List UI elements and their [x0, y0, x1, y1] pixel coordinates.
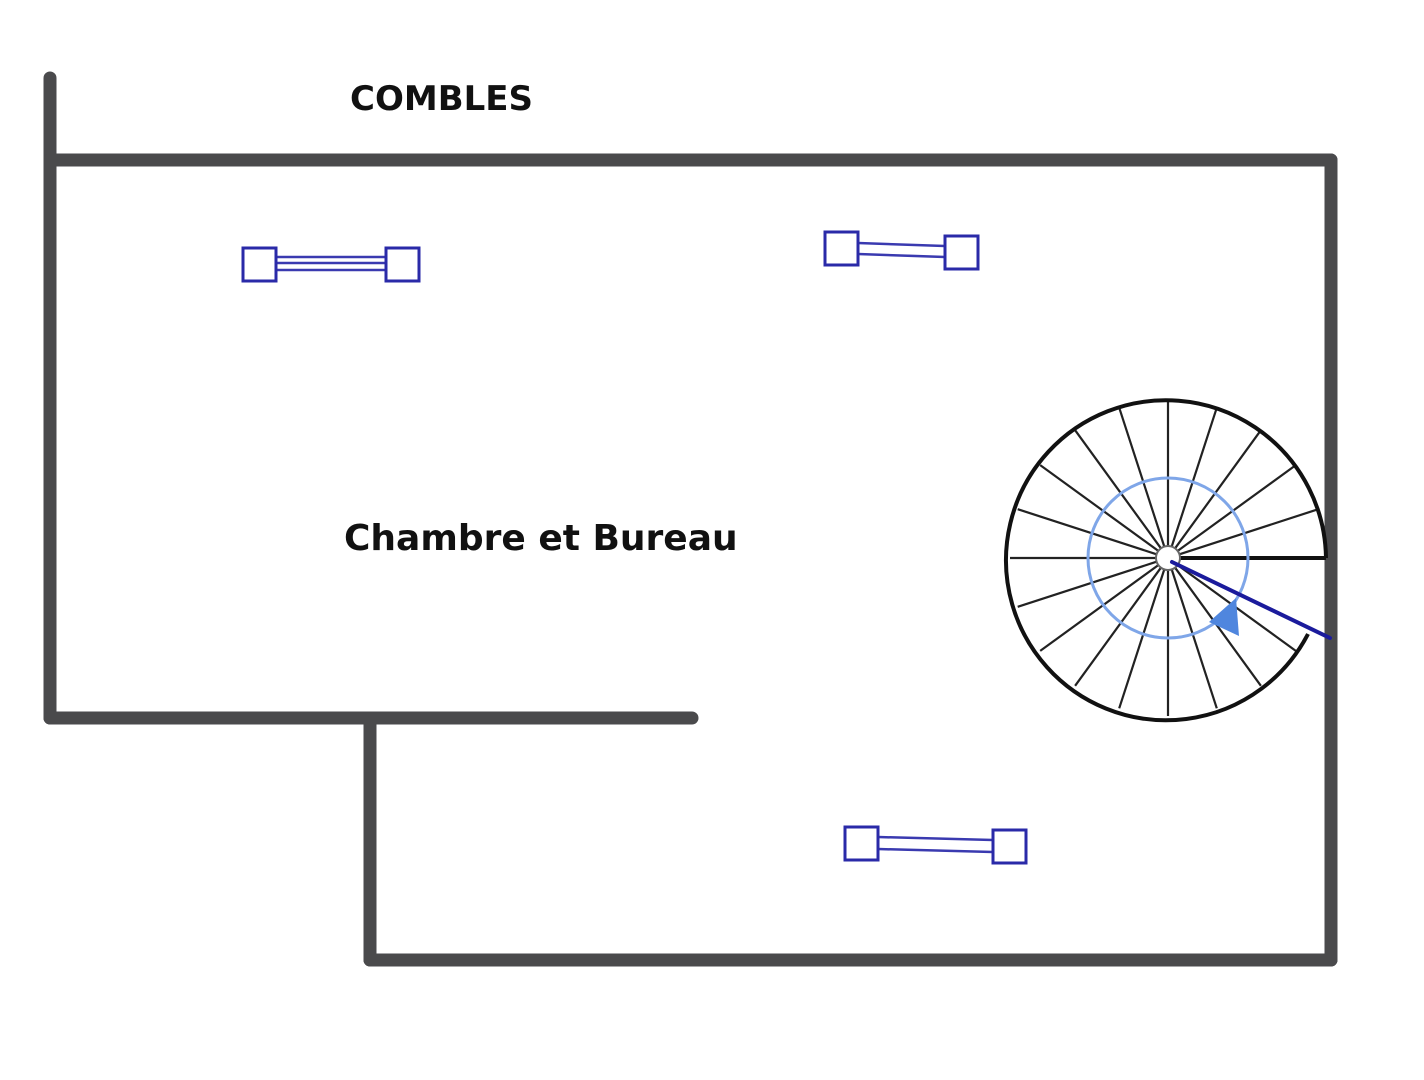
stair-tread [1118, 407, 1166, 547]
stair-core [1155, 545, 1181, 571]
fixture-bottom [843, 825, 1028, 865]
stair-tread [1039, 564, 1159, 652]
fixture-top-left [241, 246, 421, 283]
stair-tread [1174, 429, 1262, 549]
stair-tread [1039, 464, 1159, 552]
attic-label: COMBLES [350, 79, 533, 119]
stair-tread [1177, 464, 1297, 552]
stair-tread [1170, 569, 1218, 709]
window-icon [991, 828, 1028, 865]
stair-inner-circle [1086, 476, 1250, 640]
room-label: Chambre et Bureau [344, 518, 738, 559]
fixture-bar-upper [274, 255, 388, 265]
stair-tread [1074, 567, 1162, 687]
stair-tread [1017, 508, 1157, 556]
window-icon [823, 230, 860, 267]
stair-treads [1010, 400, 1326, 716]
window-icon [843, 825, 880, 862]
walls [43, 71, 1338, 967]
spiral-staircase-icon [1004, 398, 1332, 723]
window-icon [384, 246, 421, 283]
stair-tread [1074, 429, 1162, 549]
fixture-bar-upper [857, 241, 946, 248]
fixture-top-right [823, 230, 980, 271]
window-icon [943, 234, 980, 271]
fixture-bar-upper [877, 835, 994, 842]
stair-direction-arrow-icon [1209, 598, 1239, 636]
stair-direction-line [1170, 560, 1332, 640]
window-icon [241, 246, 278, 283]
fixture-bar-lower [857, 252, 946, 259]
stair-tread [1017, 560, 1157, 608]
stair-tread [1118, 569, 1166, 709]
stair-tread [1174, 567, 1262, 687]
stair-outline [1004, 398, 1328, 723]
stair-tread [1179, 508, 1319, 556]
fixture-bar-lower [877, 847, 994, 854]
stair-tread [1170, 407, 1218, 547]
